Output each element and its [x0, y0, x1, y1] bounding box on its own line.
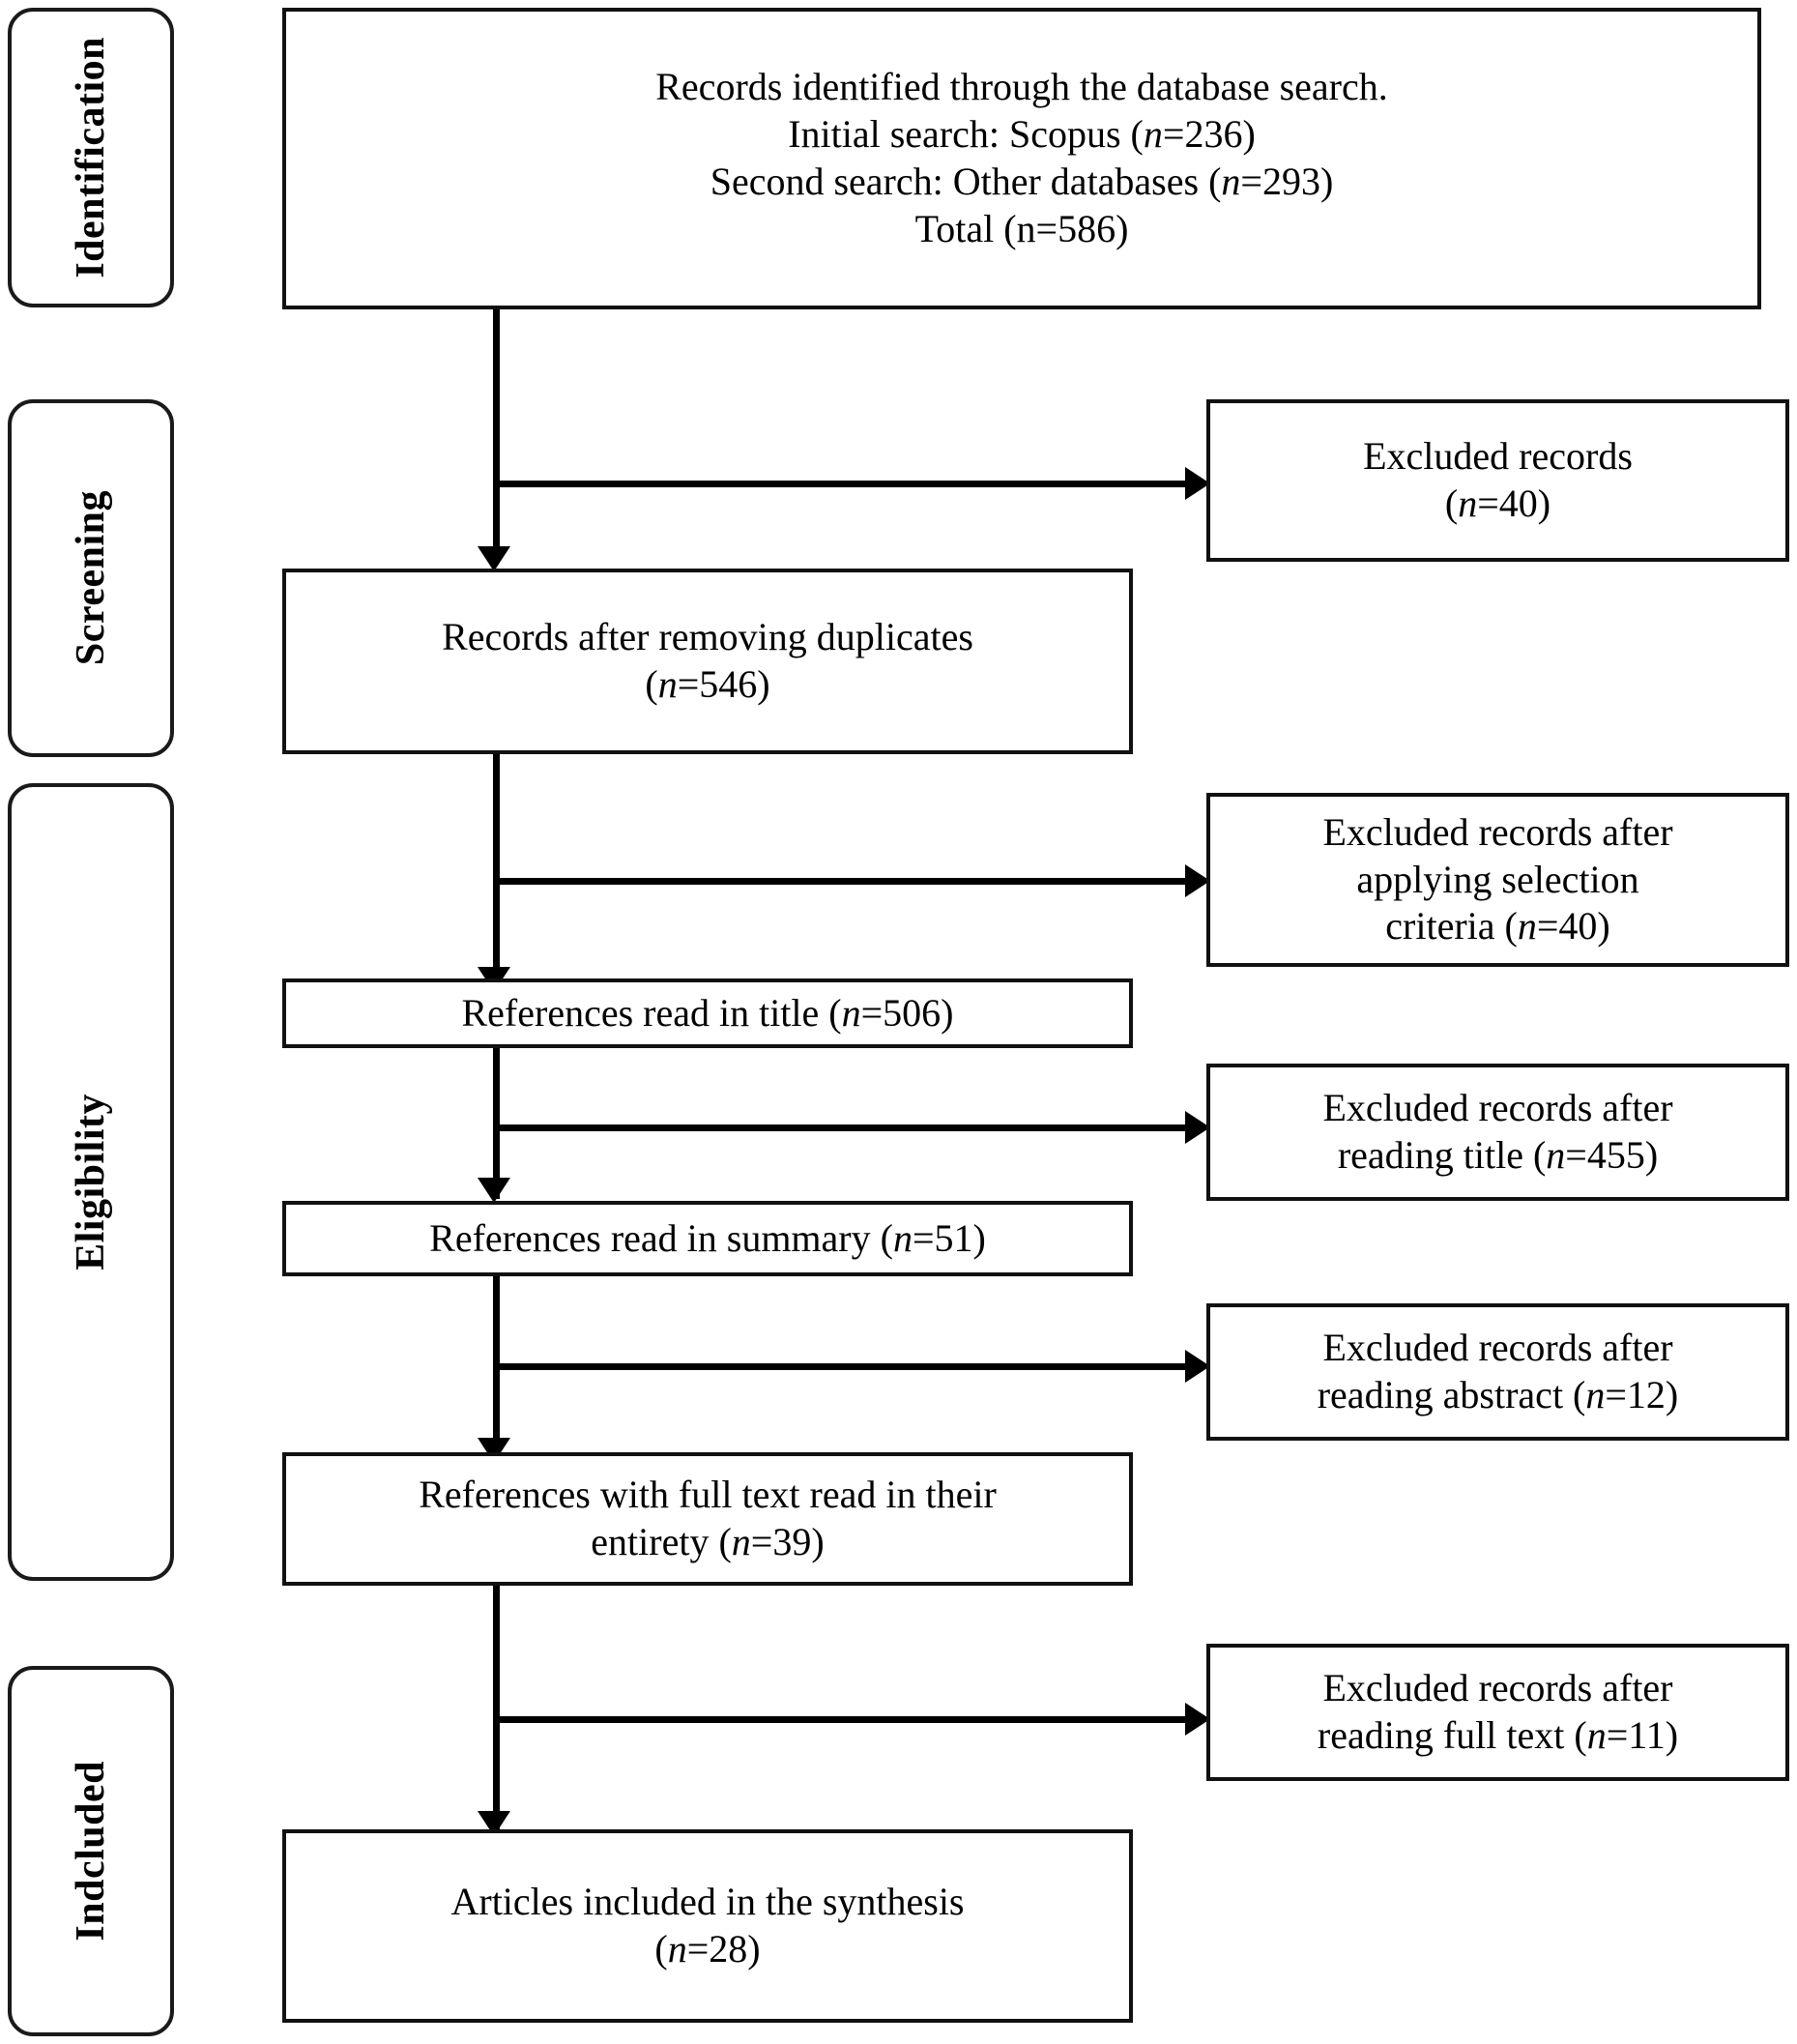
- stage-eligibility: Eligibility: [8, 783, 174, 1581]
- connector-arrow-to-excluded-3: [1185, 1111, 1210, 1144]
- stage-included-label: Indcluded: [69, 1761, 113, 1942]
- box-records-after-duplicates-text: Records after removing duplicates(n=546): [442, 615, 973, 706]
- connector-arrow-to-excluded-5: [1185, 1703, 1210, 1736]
- connector-line-to-excluded-4: [493, 1363, 1194, 1370]
- connector-line-2: [493, 752, 500, 988]
- box-records-identified-text: Records identified through the database …: [655, 65, 1388, 250]
- connector-arrow-to-duplicates: [478, 546, 510, 571]
- box-excluded-duplicates: Excluded records(n=40): [1206, 399, 1789, 562]
- connector-line-1: [493, 307, 500, 554]
- connector-arrow-to-excluded-1: [1185, 467, 1210, 500]
- connector-line-to-excluded-2: [493, 878, 1194, 885]
- box-records-identified: Records identified through the database …: [282, 8, 1761, 309]
- box-articles-included: Articles included in the synthesis(n=28): [282, 1829, 1133, 2023]
- connector-arrow-to-summary: [478, 1178, 510, 1203]
- stage-included: Indcluded: [8, 1666, 174, 2036]
- box-references-read-summary-text: References read in summary (n=51): [429, 1215, 986, 1260]
- connector-line-5: [493, 1583, 500, 1829]
- connector-line-to-excluded-5: [493, 1716, 1194, 1723]
- stage-identification: Identification: [8, 8, 174, 307]
- stage-screening: Screening: [8, 399, 174, 757]
- stage-identification-label: Identification: [69, 37, 113, 278]
- box-excluded-duplicates-text: Excluded records(n=40): [1363, 434, 1633, 525]
- box-references-read-summary: References read in summary (n=51): [282, 1201, 1133, 1276]
- connector-line-to-excluded-1: [493, 481, 1194, 487]
- connector-arrow-to-excluded-4: [1185, 1350, 1210, 1383]
- connector-line-3: [493, 1046, 500, 1199]
- box-articles-included-text: Articles included in the synthesis(n=28): [450, 1880, 965, 1971]
- stage-eligibility-label: Eligibility: [69, 1094, 113, 1270]
- connector-line-to-excluded-3: [493, 1124, 1194, 1131]
- box-references-read-title: References read in title (n=506): [282, 978, 1133, 1048]
- stage-screening-label: Screening: [69, 490, 113, 666]
- connector-arrow-to-excluded-2: [1185, 864, 1210, 897]
- box-records-after-duplicates: Records after removing duplicates(n=546): [282, 569, 1133, 754]
- box-references-read-title-text: References read in title (n=506): [461, 990, 954, 1035]
